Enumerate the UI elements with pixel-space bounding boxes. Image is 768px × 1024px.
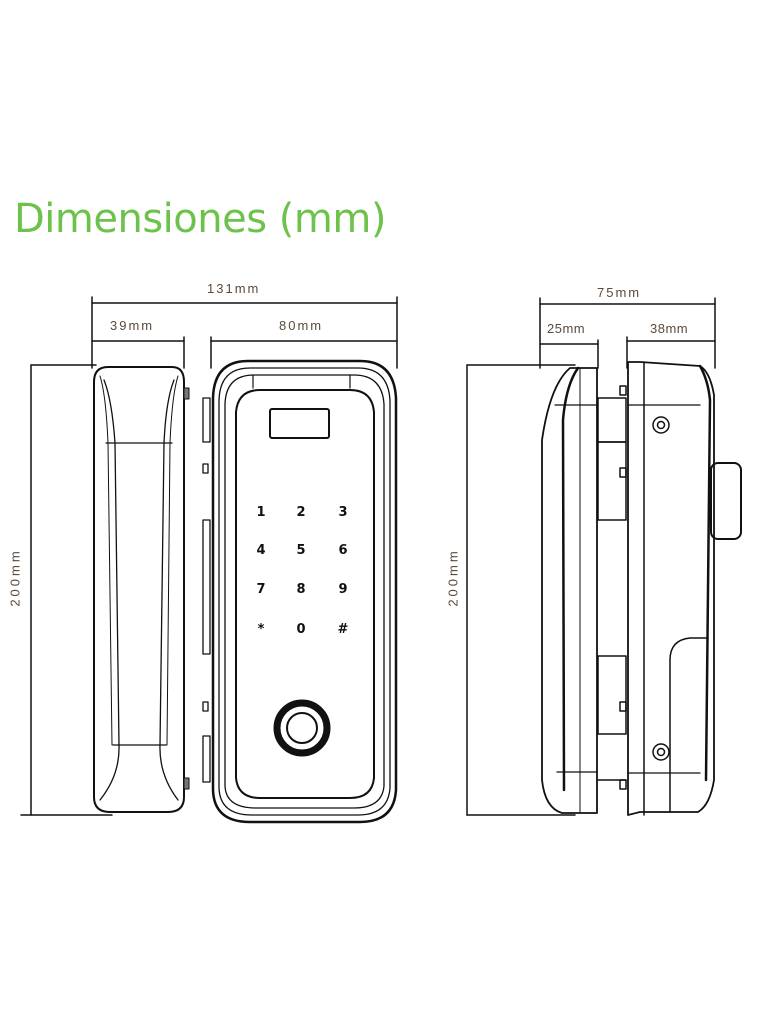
side-dimension-lines bbox=[466, 297, 716, 816]
key-6: 6 bbox=[338, 543, 348, 558]
key-7: 7 bbox=[256, 582, 266, 597]
key-star: * bbox=[257, 622, 265, 637]
key-8: 8 bbox=[296, 582, 306, 597]
side-clamp-outline bbox=[597, 385, 627, 790]
side-body-outline bbox=[627, 361, 742, 816]
key-0: 0 bbox=[296, 622, 306, 637]
body-width-label: 80mm bbox=[279, 318, 324, 333]
side-handle-outline bbox=[541, 366, 598, 814]
key-9: 9 bbox=[338, 582, 348, 597]
handle-depth-label: 25mm bbox=[547, 321, 586, 336]
key-4: 4 bbox=[256, 543, 266, 558]
handle-outline bbox=[93, 366, 190, 813]
handle-width-label: 39mm bbox=[110, 318, 155, 333]
glass-clamps bbox=[202, 397, 211, 783]
key-2: 2 bbox=[296, 505, 306, 520]
body-depth-label: 38mm bbox=[650, 321, 689, 336]
key-5: 5 bbox=[296, 543, 306, 558]
key-1: 1 bbox=[256, 505, 266, 520]
key-3: 3 bbox=[338, 505, 348, 520]
page-title: Dimensiones (mm) bbox=[14, 196, 386, 242]
key-hash: # bbox=[337, 622, 349, 637]
overall-width-label: 131mm bbox=[207, 281, 261, 296]
lock-body-outline bbox=[211, 359, 398, 824]
front-dimension-lines bbox=[20, 296, 398, 816]
overall-depth-label: 75mm bbox=[597, 285, 642, 300]
